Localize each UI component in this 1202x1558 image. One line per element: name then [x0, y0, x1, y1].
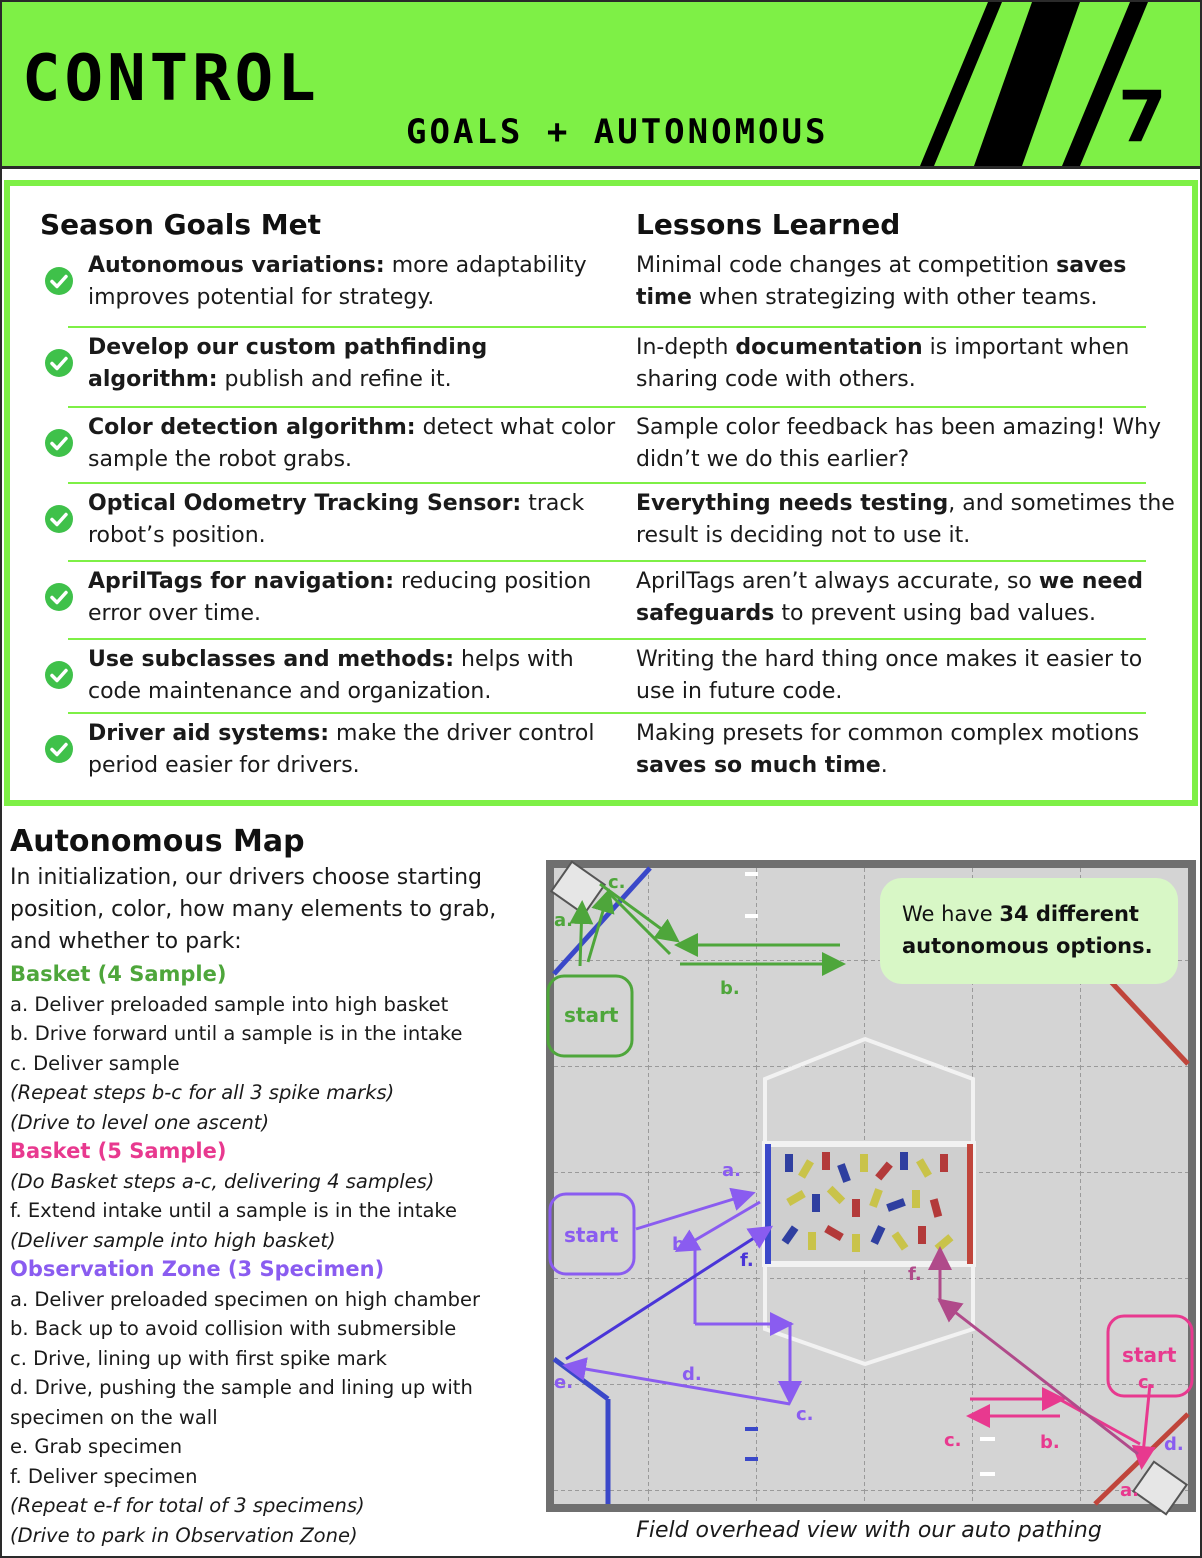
page-header: CONTROL GOALS + AUTONOMOUS 7: [2, 2, 1200, 169]
auto-step: (Deliver sample into high basket): [10, 1228, 336, 1252]
lessons-learned-heading: Lessons Learned: [636, 208, 901, 241]
map-label-purple-f: f.: [740, 1250, 754, 1271]
season-goal-text: Use subclasses and methods: helps with c…: [88, 647, 574, 704]
map-label-pink-f: f.: [908, 1264, 922, 1285]
row-divider: [68, 638, 1146, 640]
row-divider: [68, 326, 1146, 328]
row-divider: [68, 712, 1146, 714]
check-circle-icon: [45, 505, 73, 533]
check-circle-icon: [45, 583, 73, 611]
map-label-purple-a: a.: [722, 1160, 741, 1181]
map-label-pink-c: c.: [944, 1430, 962, 1451]
row-divider: [68, 560, 1146, 562]
map-label-purple-d: d.: [682, 1364, 702, 1385]
map-start-pink: start: [1122, 1343, 1177, 1367]
options-callout: We have 34 different autonomous options.: [880, 878, 1178, 984]
season-goal-text: Optical Odometry Tracking Sensor: track …: [88, 491, 585, 548]
autonomous-steps-list: Basket (4 Sample) a. Deliver preloaded sa…: [10, 960, 520, 1550]
auto-step: f. Extend intake until a sample is in th…: [10, 1199, 458, 1222]
auto-step: c. Drive, lining up with first spike mar…: [10, 1346, 387, 1370]
options-callout-text: We have 34 different autonomous options.: [902, 902, 1153, 958]
lesson-learned-text: In-depth documentation is important when…: [636, 335, 1130, 392]
lesson-learned-text: Making presets for common complex motion…: [636, 721, 1140, 778]
auto-step: b. Back up to avoid collision with subme…: [10, 1317, 457, 1340]
lesson-learned-text: Minimal code changes at competition save…: [636, 253, 1127, 310]
goals-panel: Season Goals Met Lessons Learned Autonom…: [4, 180, 1198, 806]
map-label-pink-c-top: c.: [1138, 1372, 1156, 1393]
lesson-learned-text: Sample color feedback has been amazing! …: [636, 415, 1162, 472]
auto-step: (Repeat e-f for total of 3 specimens): [10, 1494, 365, 1517]
auto-step: b. Drive forward until a sample is in th…: [10, 1022, 463, 1045]
lesson-learned-text: Everything needs testing, and sometimes …: [636, 491, 1175, 548]
autonomous-intro: In initialization, our drivers choose st…: [10, 865, 497, 954]
map-label-pink-b: b.: [1040, 1432, 1060, 1453]
sample-pile: [781, 1152, 954, 1252]
page-subtitle: GOALS + AUTONOMOUS: [406, 112, 829, 152]
check-circle-icon: [45, 429, 73, 457]
map-label-green-a: a.: [554, 910, 573, 931]
header-stripes-decoration: [920, 2, 1148, 166]
map-start-green: start: [564, 1003, 619, 1027]
map-label-purple-e: e.: [554, 1372, 573, 1393]
auto-section-heading: Basket (5 Sample): [10, 1139, 227, 1163]
check-circle-icon: [45, 661, 73, 689]
map-label-pink-d: d.: [1164, 1434, 1184, 1455]
auto-step: e. Grab specimen: [10, 1435, 183, 1458]
check-circle-icon: [45, 267, 73, 295]
row-divider: [68, 482, 1146, 484]
autonomous-map-title: Autonomous Map: [10, 824, 305, 859]
season-goal-text: Develop our custom pathfinding algorithm…: [88, 335, 488, 392]
season-goal-text: Autonomous variations: more adaptability…: [88, 253, 587, 310]
map-label-green-b: b.: [720, 978, 740, 999]
page-number: 7: [1118, 76, 1167, 158]
map-caption: Field overhead view with our auto pathin…: [636, 1518, 1102, 1543]
page-title: CONTROL: [22, 42, 320, 116]
auto-step: (Drive to park in Observation Zone): [10, 1523, 358, 1547]
auto-step: d. Drive, pushing the sample and lining …: [10, 1376, 473, 1429]
season-goals-heading: Season Goals Met: [40, 208, 321, 241]
auto-step: f. Deliver specimen: [10, 1464, 198, 1488]
check-circle-icon: [45, 735, 73, 763]
map-label-green-c: c.: [608, 872, 626, 893]
auto-step: (Do Basket steps a-c, delivering 4 sampl…: [10, 1169, 435, 1193]
season-goal-text: Color detection algorithm: detect what c…: [88, 415, 616, 472]
auto-step: (Drive to level one ascent): [10, 1110, 270, 1134]
season-goal-text: Driver aid systems: make the driver cont…: [88, 721, 595, 778]
map-start-purple: start: [564, 1223, 619, 1247]
season-goal-text: AprilTags for navigation: reducing posit…: [88, 569, 592, 626]
auto-step: a. Deliver preloaded sample into high ba…: [10, 992, 449, 1016]
row-divider: [68, 406, 1146, 408]
check-circle-icon: [45, 349, 73, 377]
auto-step: (Repeat steps b-c for all 3 spike marks): [10, 1081, 395, 1104]
map-label-purple-c: c.: [796, 1404, 814, 1425]
auto-section-heading: Observation Zone (3 Specimen): [10, 1257, 385, 1281]
auto-section-heading: Basket (4 Sample): [10, 962, 227, 986]
auto-step: c. Deliver sample: [10, 1051, 180, 1075]
auto-step: a. Deliver preloaded specimen on high ch…: [10, 1287, 480, 1311]
map-label-purple-b: b.: [672, 1234, 692, 1255]
lesson-learned-text: AprilTags aren’t always accurate, so we …: [636, 569, 1144, 626]
lesson-learned-text: Writing the hard thing once makes it eas…: [636, 647, 1143, 704]
map-label-pink-a: a.: [1120, 1480, 1139, 1501]
